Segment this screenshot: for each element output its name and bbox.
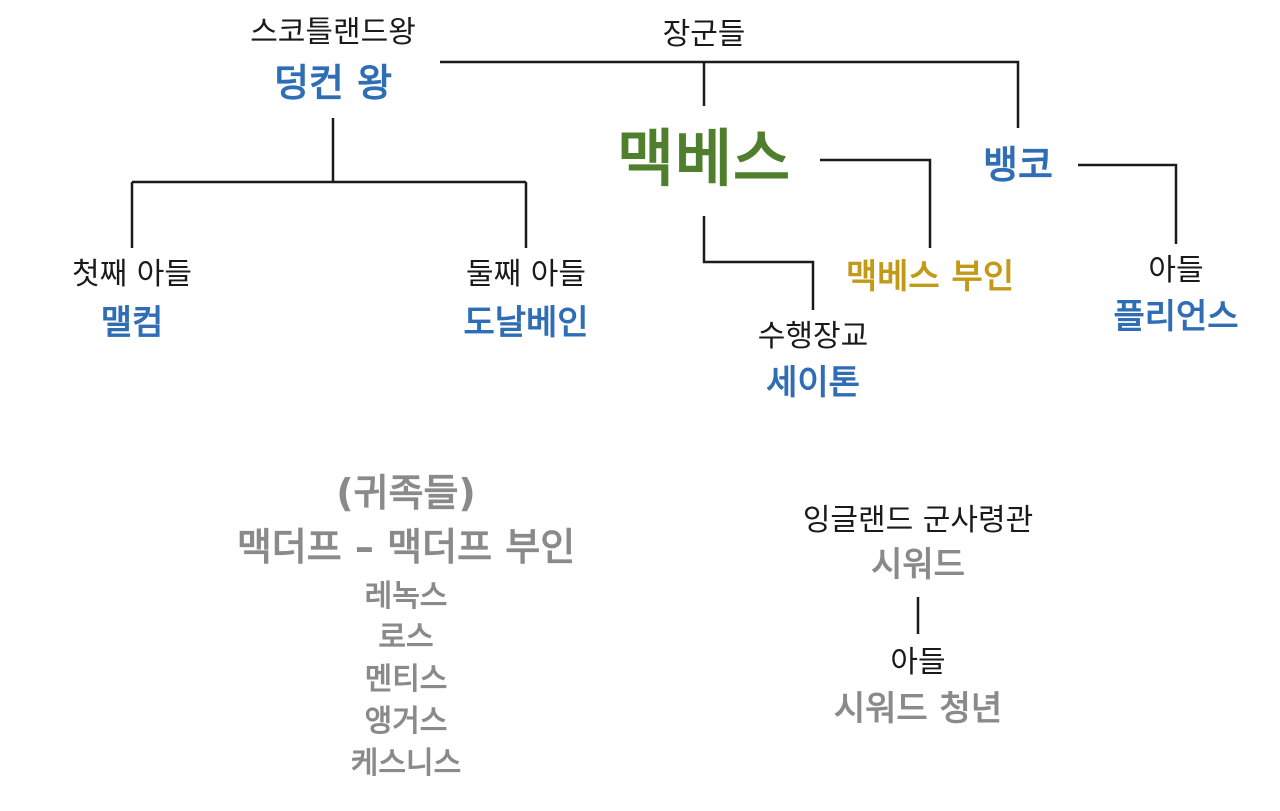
malcolm-role: 첫째 아들 — [72, 257, 192, 292]
nobles-header: (귀족들) — [336, 471, 476, 515]
generals-label: 장군들 — [662, 17, 746, 52]
banquo-name: 뱅코 — [983, 143, 1053, 187]
duncan-role: 스코틀랜드왕 — [250, 15, 416, 50]
noble-angus: 앵거스 — [364, 704, 448, 739]
donalbain-role: 둘째 아들 — [466, 257, 586, 292]
line-seyton — [702, 216, 815, 310]
line-generals — [440, 60, 1020, 128]
seyton-role: 수행장교 — [757, 319, 869, 354]
duncan-name: 덩컨 왕 — [273, 61, 393, 105]
noble-lennox: 레녹스 — [364, 579, 448, 614]
seyton-name: 세이톤 — [766, 363, 860, 403]
noble-ross: 로스 — [378, 620, 434, 655]
macbeth-name: 맥베스 — [616, 122, 792, 195]
noble-caithness: 케스니스 — [350, 746, 462, 781]
nobles-pair: 맥더프 – 맥더프 부인 — [236, 525, 576, 569]
line-fleance — [1078, 163, 1178, 244]
fleance-name: 플리언스 — [1113, 297, 1239, 337]
young-siward-role: 아들 — [890, 645, 946, 680]
malcolm-name: 맬컴 — [100, 303, 164, 343]
siward-role: 잉글랜드 군사령관 — [802, 503, 1034, 538]
fleance-role: 아들 — [1148, 253, 1204, 288]
line-lady-macbeth — [820, 158, 932, 248]
noble-menteith: 멘티스 — [364, 662, 448, 697]
young-siward-name: 시워드 청년 — [833, 689, 1003, 729]
donalbain-name: 도날베인 — [463, 303, 589, 343]
lady-macbeth-name: 맥베스 부인 — [845, 257, 1015, 297]
siward-name: 시워드 — [871, 545, 965, 585]
